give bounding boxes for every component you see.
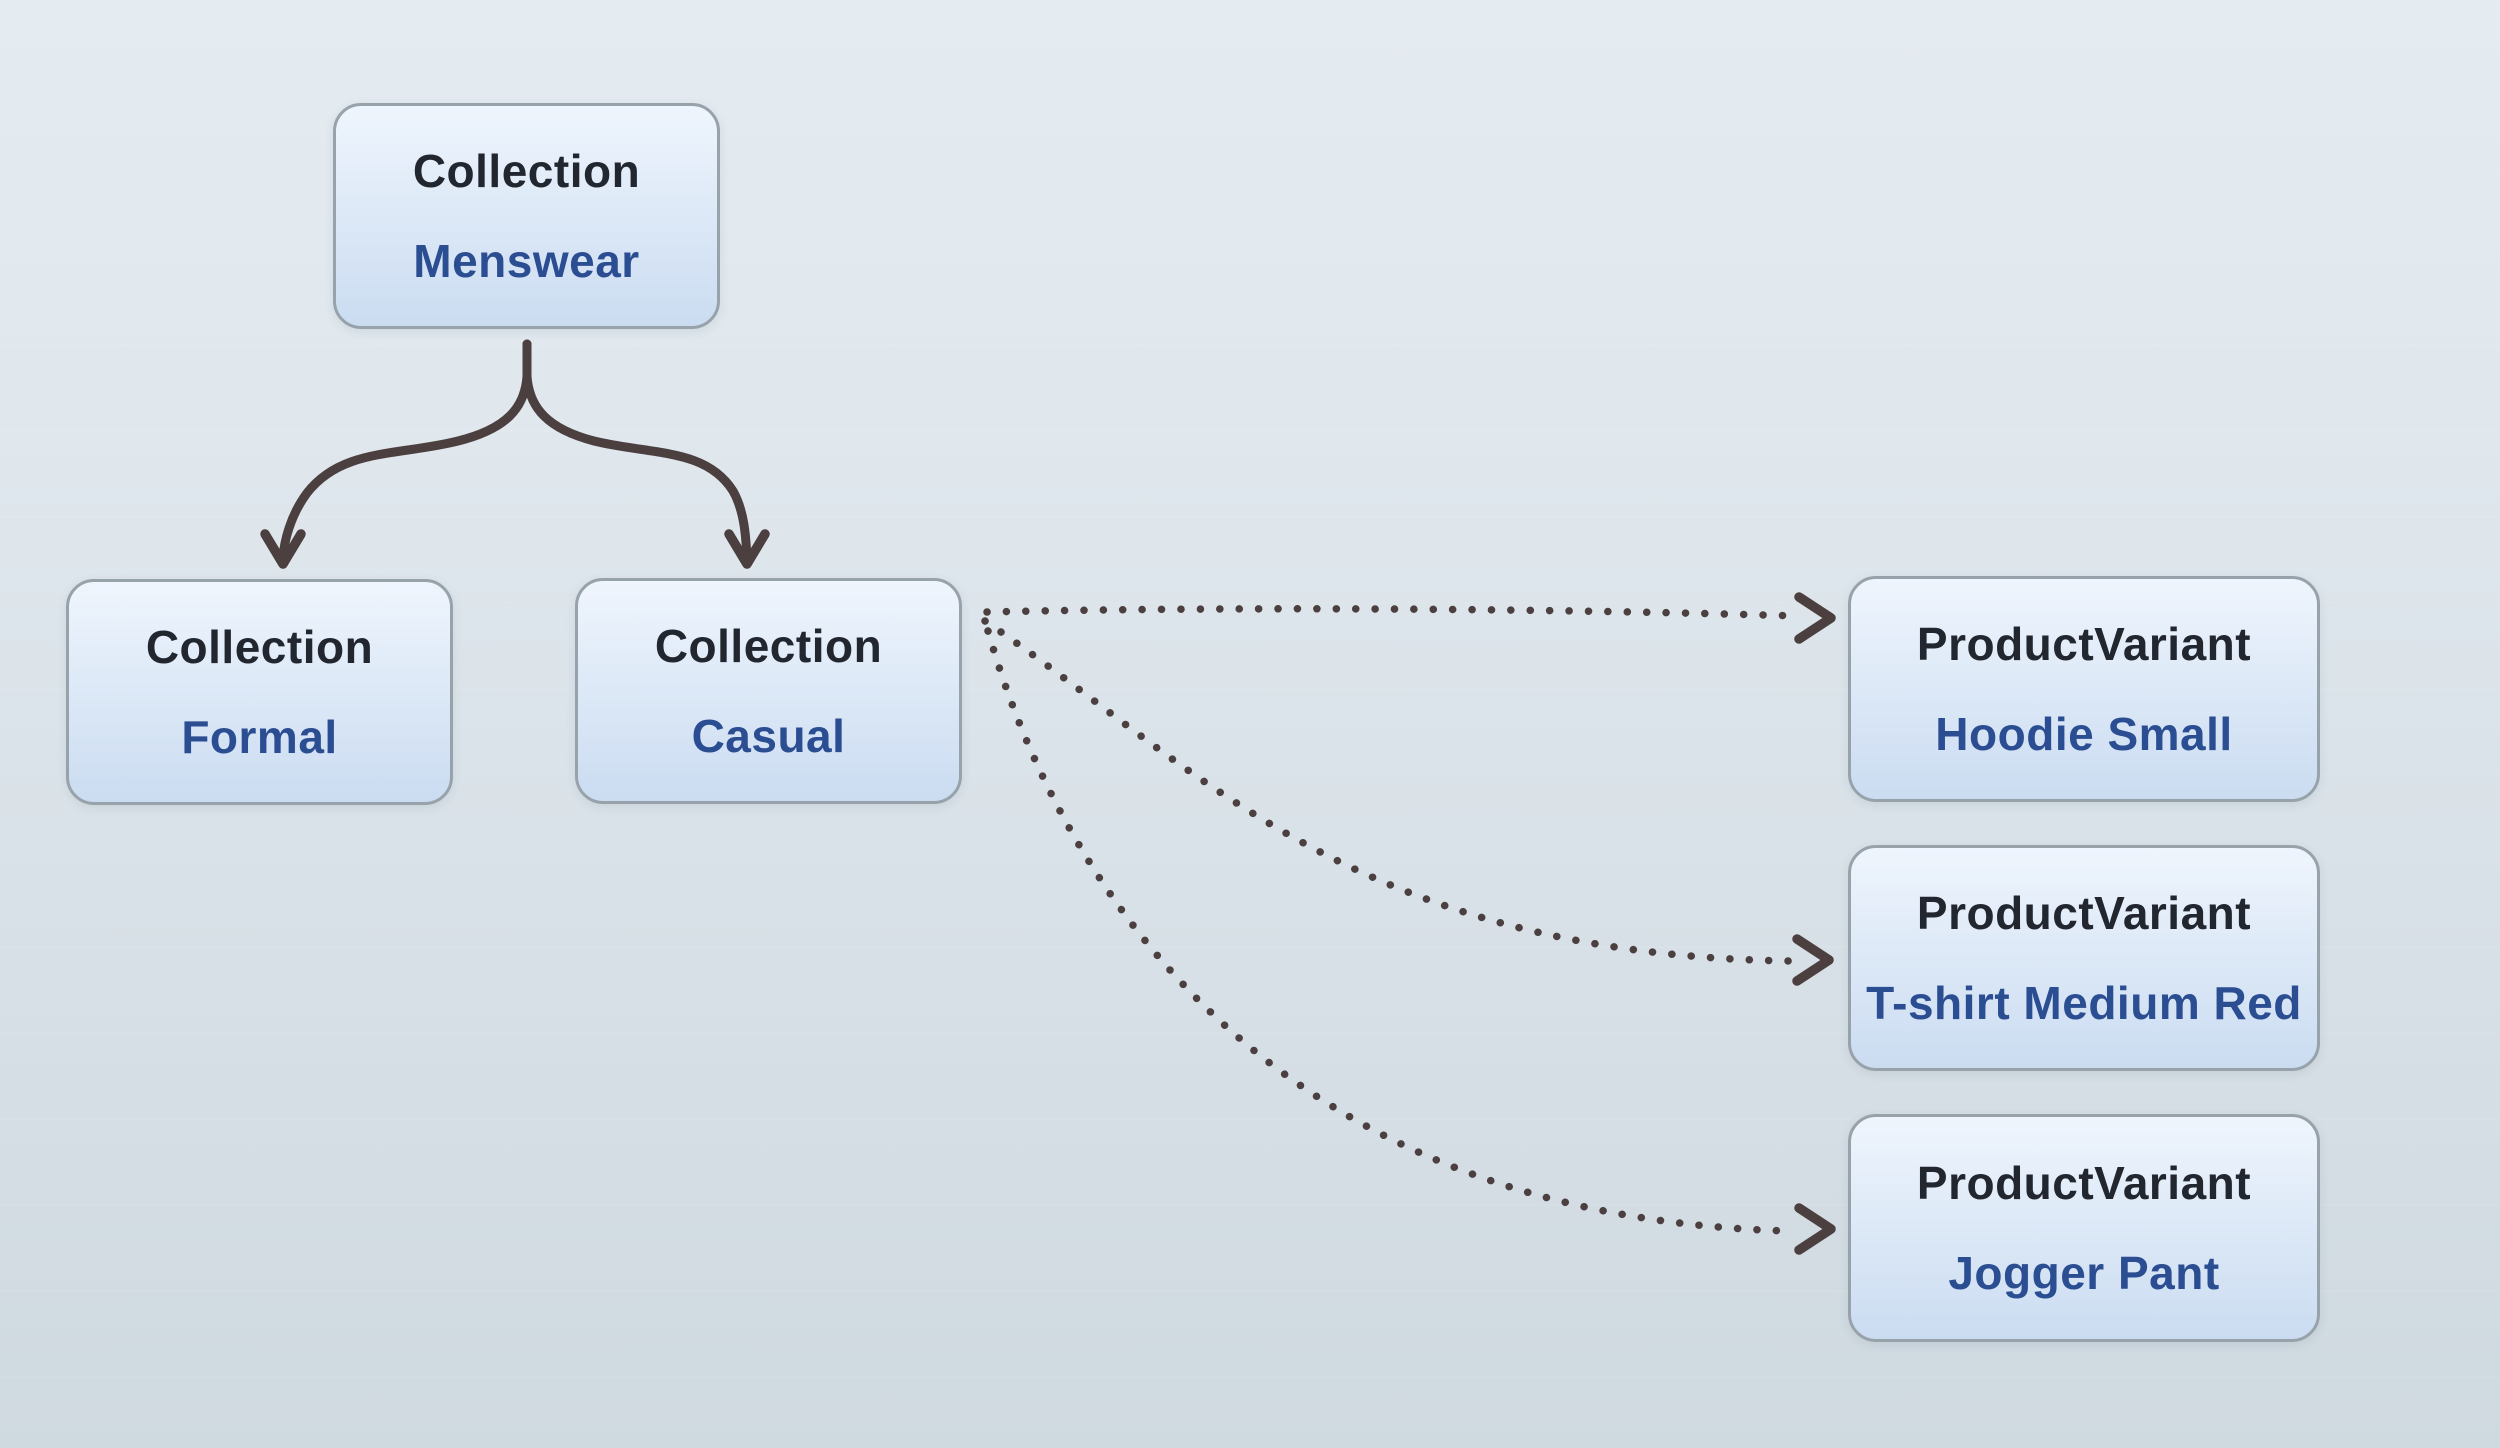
node-collection-casual: Collection Casual	[575, 578, 962, 804]
node-productvariant-jogger-pant: ProductVariant Jogger Pant	[1848, 1114, 2320, 1342]
edge-menswear-formal-arrowhead-icon	[260, 529, 306, 569]
node-productvariant-tshirt-medium-red: ProductVariant T-shirt Medium Red	[1848, 845, 2320, 1071]
node-name-label: T-shirt Medium Red	[1866, 977, 2302, 1029]
edge-casual-jogger-line	[984, 627, 1794, 1235]
edge-casual-tshirt-line	[981, 617, 1796, 965]
edge-casual-tshirt-arrowhead-icon	[1792, 934, 1834, 986]
node-name-label: Hoodie Small	[1935, 708, 2233, 760]
node-collection-menswear: Collection Menswear	[333, 103, 720, 329]
edge-casual-hoodie-line	[983, 605, 1804, 620]
edge-menswear-casual-line	[522, 339, 752, 563]
node-name-label: Casual	[691, 710, 846, 762]
node-name-label: Menswear	[413, 235, 640, 287]
node-type-label: Collection	[412, 145, 641, 197]
node-type-label: ProductVariant	[1916, 1157, 2252, 1209]
node-type-label: Collection	[145, 621, 374, 673]
edge-casual-hoodie-arrowhead-icon	[1794, 592, 1836, 644]
node-name-label: Jogger Pant	[1948, 1247, 2220, 1299]
node-type-label: Collection	[654, 620, 883, 672]
node-collection-formal: Collection Formal	[66, 579, 453, 805]
node-name-label: Formal	[181, 711, 338, 763]
node-productvariant-hoodie-small: ProductVariant Hoodie Small	[1848, 576, 2320, 802]
node-type-label: ProductVariant	[1916, 618, 2252, 670]
edge-menswear-casual-arrowhead-icon	[724, 529, 770, 569]
edge-casual-jogger-arrowhead-icon	[1794, 1203, 1836, 1255]
edge-menswear-formal-line	[278, 339, 532, 563]
node-type-label: ProductVariant	[1916, 887, 2252, 939]
